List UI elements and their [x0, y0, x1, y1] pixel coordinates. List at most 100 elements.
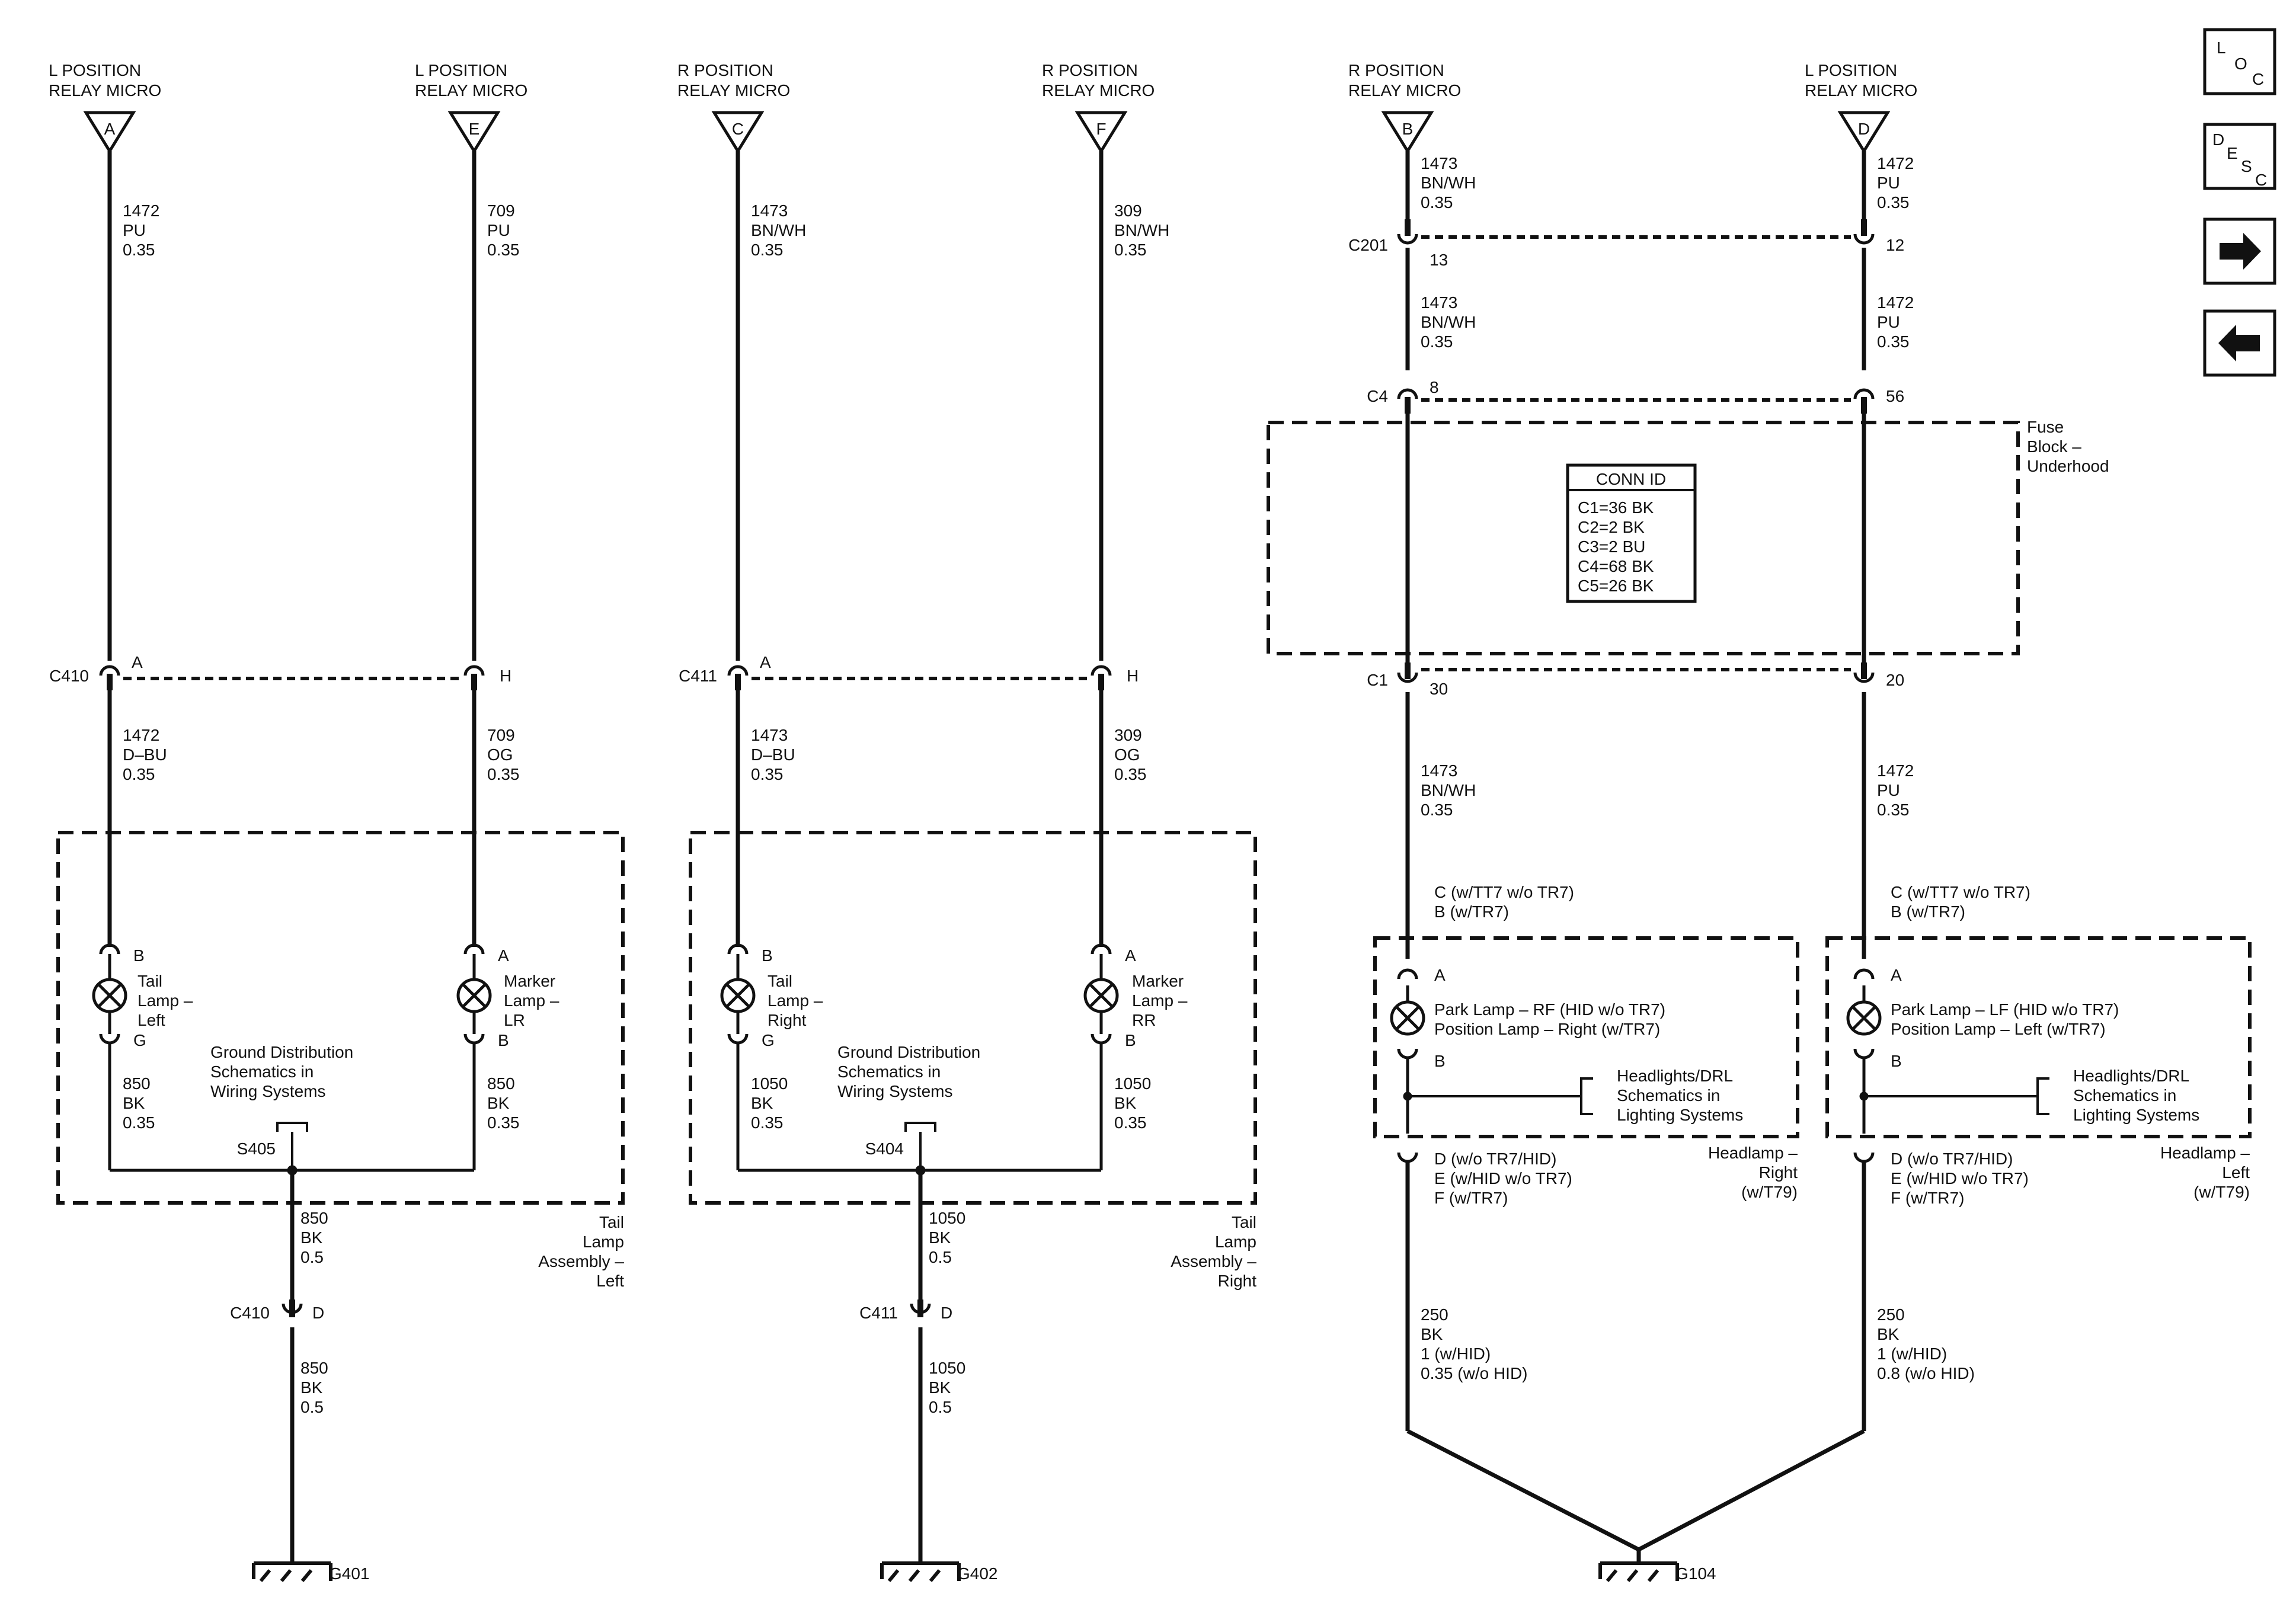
c201-pin-d: [1861, 219, 1867, 236]
svg-text:D–BU: D–BU: [123, 745, 167, 764]
tail-left-pin-top: B: [133, 946, 145, 965]
svg-text:D (w/o TR7/HID): D (w/o TR7/HID): [1891, 1150, 2013, 1168]
tail-right-pin-top-arc: [727, 943, 749, 955]
c411-top-arc-h: [1091, 665, 1112, 676]
ground-ref-bracket-right: [904, 1122, 936, 1132]
park-lamp-rf-name: Park Lamp – RF (HID w/o TR7)Position Lam…: [1434, 1000, 1665, 1038]
svg-text:0.8 (w/o HID): 0.8 (w/o HID): [1877, 1364, 1975, 1382]
tail-right-pin-bottom: G: [762, 1031, 775, 1049]
desc-button[interactable]: D E S C: [2203, 123, 2276, 190]
c410-top-pin-h: [471, 674, 477, 690]
c4-arc-b: [1397, 388, 1418, 399]
input-title-b-1: R POSITION: [1348, 61, 1444, 79]
ground-g104-label: G104: [1675, 1564, 1716, 1583]
svg-text:Park Lamp – RF (HID w/o TR7): Park Lamp – RF (HID w/o TR7): [1434, 1000, 1665, 1019]
svg-text:1473: 1473: [1421, 761, 1457, 780]
c4-name: C4: [1367, 387, 1388, 405]
head-left-pin-top-arc: [1853, 968, 1875, 980]
svg-text:0.35: 0.35: [751, 1113, 784, 1132]
svg-text:D–BU: D–BU: [751, 745, 795, 764]
svg-text:309: 309: [1114, 726, 1142, 744]
svg-text:0.35: 0.35: [123, 765, 155, 783]
input-title-f-2: RELAY MICRO: [1042, 81, 1155, 100]
svg-text:1473: 1473: [751, 201, 788, 220]
ground-g402-symbol: [880, 1561, 961, 1582]
svg-text:Lamp –: Lamp –: [137, 991, 193, 1010]
svg-text:1472: 1472: [1877, 293, 1914, 312]
conn-id-row: C1=36 BK: [1578, 498, 1654, 517]
svg-text:Assembly –: Assembly –: [1171, 1252, 1256, 1270]
c410-top-name: C410: [49, 667, 89, 685]
loc-button[interactable]: L O C: [2203, 28, 2276, 95]
c411-top-arc-a: [727, 665, 749, 676]
svg-text:0.35: 0.35: [1421, 193, 1453, 212]
svg-text:1050: 1050: [1114, 1074, 1151, 1093]
svg-text:B (w/TR7): B (w/TR7): [1891, 902, 1965, 921]
svg-text:L: L: [2217, 39, 2226, 57]
svg-text:F (w/TR7): F (w/TR7): [1434, 1189, 1508, 1207]
input-title-d-2: RELAY MICRO: [1805, 81, 1917, 100]
tail-lamp-assembly-left-box: [56, 831, 625, 1205]
splice-hl-right: [1403, 1092, 1412, 1101]
svg-text:709: 709: [487, 726, 515, 744]
svg-text:Ground Distribution: Ground Distribution: [837, 1043, 980, 1061]
head-right-pin-bot-arc: [1397, 1152, 1418, 1163]
input-tri-e: [447, 111, 501, 154]
svg-text:Right: Right: [1218, 1272, 1257, 1290]
svg-text:1472: 1472: [1877, 154, 1914, 172]
c201-pin-b: [1405, 219, 1411, 236]
c4-pin-d: [1861, 397, 1867, 414]
c410-top-pin-h-label: H: [500, 667, 511, 685]
c411-bot-pin-label: D: [941, 1304, 952, 1322]
ground-ref-bracket-left: [276, 1122, 308, 1132]
arrow-left-icon: [2218, 325, 2260, 361]
svg-text:C (w/TT7 w/o TR7): C (w/TT7 w/o TR7): [1434, 883, 1574, 901]
tail-lamp-left-bulb: [92, 978, 127, 1013]
svg-text:Position Lamp – Right (w/TR7): Position Lamp – Right (w/TR7): [1434, 1020, 1660, 1038]
svg-text:850: 850: [300, 1359, 328, 1377]
svg-text:0.35: 0.35: [487, 765, 520, 783]
input-pin-c: C: [732, 120, 744, 138]
c1-pin-d: [1861, 662, 1867, 679]
svg-text:0.5: 0.5: [929, 1248, 952, 1266]
svg-text:BN/WH: BN/WH: [1421, 174, 1476, 192]
c410-bot-pin: [289, 1299, 295, 1317]
svg-text:Lamp: Lamp: [1215, 1233, 1256, 1251]
c410-bot-name: C410: [230, 1304, 270, 1322]
input-tri-a: [83, 111, 136, 154]
marker-rr-pin-top-arc: [1091, 943, 1112, 955]
svg-text:Tail: Tail: [137, 972, 162, 990]
svg-text:BN/WH: BN/WH: [1421, 313, 1476, 331]
arrow-right-icon: [2220, 233, 2261, 270]
svg-text:Block –: Block –: [2027, 437, 2081, 456]
svg-text:Headlights/DRL: Headlights/DRL: [1617, 1067, 1733, 1085]
svg-text:Schematics in: Schematics in: [210, 1062, 314, 1081]
headlamp-left-top-pins: C (w/TT7 w/o TR7)B (w/TR7): [1891, 883, 2030, 921]
headlamp-right-box: [1373, 936, 1799, 1138]
headlamp-right-label: Headlamp –Right(w/T79): [1708, 1144, 1798, 1201]
svg-text:0.35: 0.35: [1114, 765, 1147, 783]
svg-text:1050: 1050: [751, 1074, 788, 1093]
input-title-a-2: RELAY MICRO: [49, 81, 161, 100]
splice-s405-label: S405: [237, 1140, 276, 1158]
svg-text:Lighting Systems: Lighting Systems: [2073, 1106, 2199, 1124]
svg-text:Lighting Systems: Lighting Systems: [1617, 1106, 1743, 1124]
marker-lamp-lr-bulb: [456, 978, 492, 1013]
svg-text:BK: BK: [300, 1228, 323, 1247]
prev-page-button[interactable]: [2203, 309, 2276, 377]
svg-text:Marker: Marker: [504, 972, 555, 990]
next-page-button[interactable]: [2203, 217, 2276, 285]
park-rf-pin-top: A: [1434, 966, 1446, 984]
svg-text:PU: PU: [1877, 313, 1900, 331]
park-lamp-lf-name: Park Lamp – LF (HID w/o TR7)Position Lam…: [1891, 1000, 2119, 1038]
svg-text:BK: BK: [123, 1094, 145, 1112]
